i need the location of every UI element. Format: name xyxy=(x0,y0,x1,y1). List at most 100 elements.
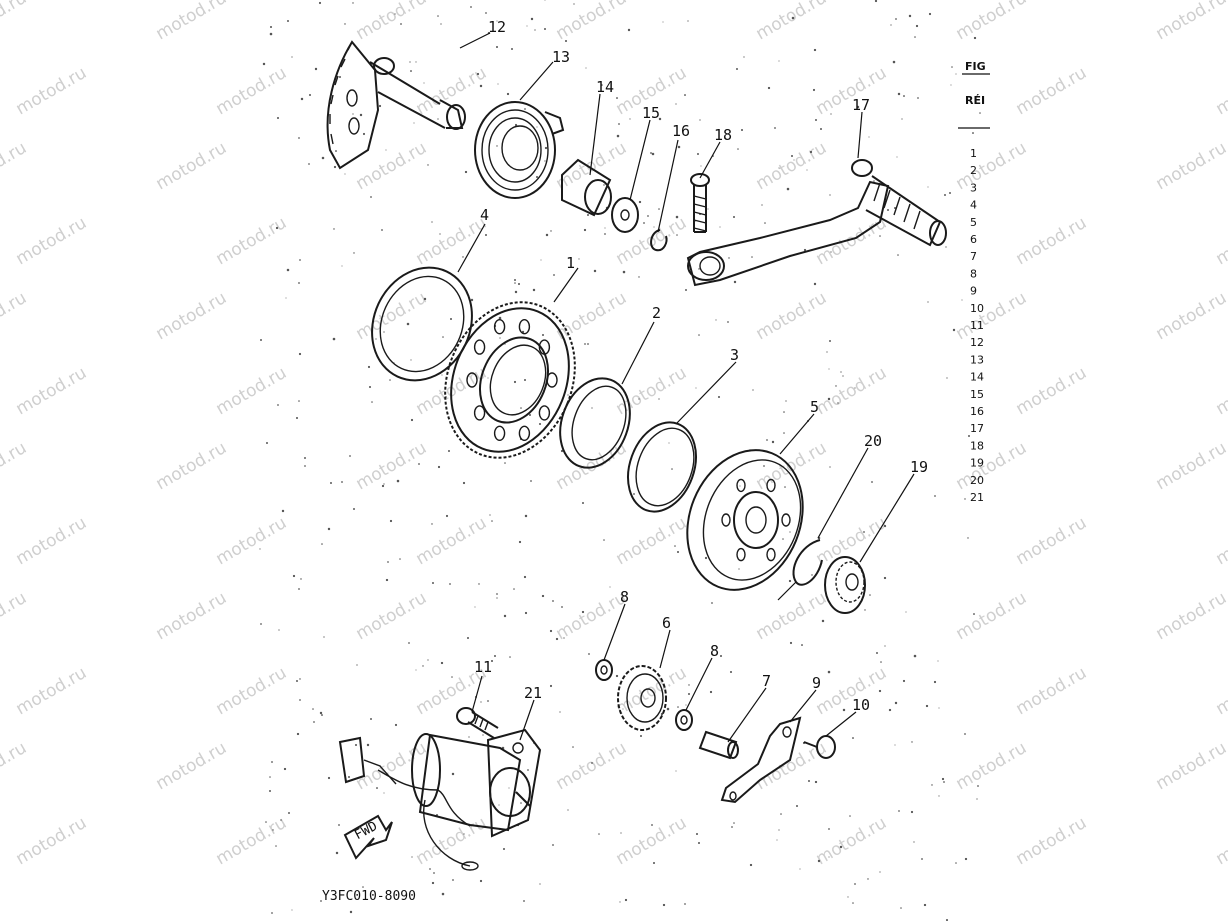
scan-speckle xyxy=(468,736,469,737)
scan-speckle xyxy=(526,25,527,26)
scan-speckle xyxy=(677,706,679,708)
scan-speckle xyxy=(961,299,962,300)
callout-3: 3 xyxy=(730,346,739,364)
scan-speckle xyxy=(761,204,762,205)
scan-speckle xyxy=(308,163,310,165)
scan-speckle xyxy=(955,73,956,74)
scan-speckle xyxy=(643,222,645,224)
scan-speckle xyxy=(880,661,882,663)
watermark-text: motod.ru xyxy=(1013,363,1091,419)
scan-speckle xyxy=(774,127,776,129)
scan-speckle xyxy=(315,68,317,70)
watermark-text: motod.ru xyxy=(753,138,831,194)
scan-speckle xyxy=(953,329,955,331)
part-19-gear xyxy=(825,557,865,613)
scan-speckle xyxy=(298,400,300,402)
scan-speckle xyxy=(352,2,353,3)
callout-7: 7 xyxy=(762,672,771,690)
scan-speckle xyxy=(480,701,481,702)
scan-speckle xyxy=(815,119,817,121)
scan-speckle xyxy=(491,520,493,522)
scan-speckle xyxy=(578,258,579,259)
scan-speckle xyxy=(533,289,535,291)
scan-speckle xyxy=(565,40,567,42)
scan-speckle xyxy=(810,151,812,153)
scan-speckle xyxy=(450,318,452,320)
scan-speckle xyxy=(432,582,434,584)
scan-speckle xyxy=(843,709,845,711)
watermark-text: motod.ru xyxy=(1153,288,1228,344)
scan-speckle xyxy=(489,514,490,515)
scan-speckle xyxy=(363,133,365,135)
scan-speckle xyxy=(974,37,976,39)
watermark-text: motod.ru xyxy=(953,138,1031,194)
ref-number: 8 xyxy=(970,267,977,280)
scan-speckle xyxy=(688,693,690,695)
scan-speckle xyxy=(778,167,779,168)
scan-speckle xyxy=(977,785,979,787)
scan-speckle xyxy=(408,642,410,644)
scan-speckle xyxy=(515,291,517,293)
watermark-text: motod.ru xyxy=(1213,363,1228,419)
scan-speckle xyxy=(288,812,290,814)
scan-speckle xyxy=(884,577,886,579)
diagram-code: Y3FC010-8090 xyxy=(322,889,416,904)
scan-speckle xyxy=(616,97,618,99)
scan-speckle xyxy=(271,912,273,914)
scan-speckle xyxy=(707,208,708,209)
scan-speckle xyxy=(477,73,479,75)
scan-speckle xyxy=(552,844,554,846)
scan-speckle xyxy=(730,671,732,673)
scan-speckle xyxy=(520,802,522,804)
watermark-text: motod.ru xyxy=(753,588,831,644)
scan-speckle xyxy=(653,862,655,864)
scan-speckle xyxy=(442,336,444,338)
scan-speckle xyxy=(620,832,621,833)
scan-speckle xyxy=(394,13,395,14)
scan-speckle xyxy=(684,94,686,96)
scan-speckle xyxy=(437,15,439,17)
ref-number: 10 xyxy=(970,302,984,315)
watermark-text: motod.ru xyxy=(353,738,431,794)
watermark-text: motod.ru xyxy=(153,0,231,44)
watermark-text: motod.ru xyxy=(213,663,291,719)
scan-speckle xyxy=(633,493,635,495)
scan-speckle xyxy=(385,149,386,150)
scan-speckle xyxy=(451,676,453,678)
scan-speckle xyxy=(544,160,545,161)
scan-speckle xyxy=(304,465,306,467)
scan-speckle xyxy=(943,781,945,783)
scan-speckle xyxy=(784,486,786,488)
scan-speckle xyxy=(504,615,506,617)
callout-11: 11 xyxy=(474,658,492,676)
part-11-bolt xyxy=(457,708,498,738)
scan-speckle xyxy=(542,334,544,336)
scan-speckle xyxy=(563,637,564,638)
scan-speckle xyxy=(898,810,900,812)
watermark-text: motod.ru xyxy=(0,288,30,344)
fwd-label: FWD xyxy=(352,819,380,843)
scan-speckle xyxy=(638,398,639,399)
scan-speckle xyxy=(429,868,431,870)
scan-speckle xyxy=(336,852,338,854)
scan-speckle xyxy=(698,842,700,844)
scan-speckle xyxy=(942,778,944,780)
scan-speckle xyxy=(334,166,336,168)
scan-speckle xyxy=(320,712,322,714)
watermark-text: motod.ru xyxy=(413,63,491,119)
ref-number: 9 xyxy=(970,285,977,298)
scan-speckle xyxy=(496,593,498,595)
scan-speckle xyxy=(917,97,919,99)
scan-speckle xyxy=(415,669,416,670)
scan-speckle xyxy=(399,558,401,560)
scan-speckle xyxy=(383,331,384,332)
scan-speckle xyxy=(829,466,830,467)
scan-speckle xyxy=(801,644,803,646)
scan-speckle xyxy=(879,871,880,872)
scan-speckle xyxy=(431,523,432,524)
scan-speckle xyxy=(876,652,878,654)
scan-speckle xyxy=(545,147,547,149)
scan-speckle xyxy=(894,744,895,745)
scan-speckle xyxy=(651,824,653,826)
